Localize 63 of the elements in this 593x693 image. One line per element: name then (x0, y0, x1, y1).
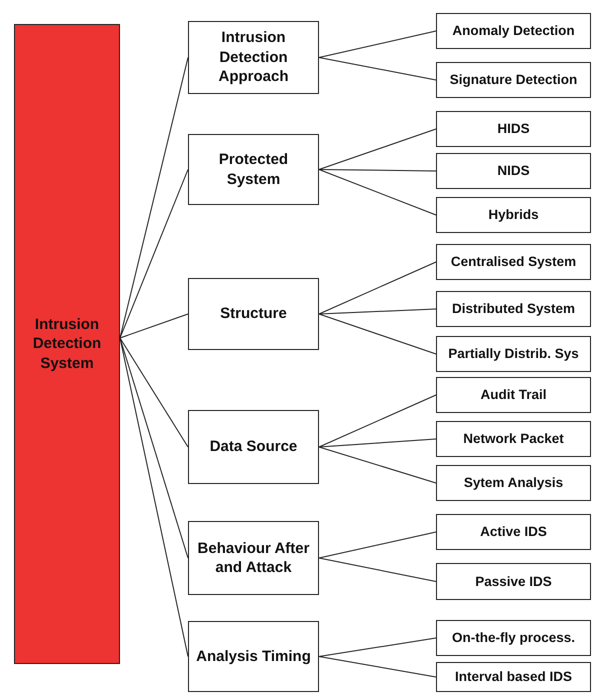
connector-line (318, 314, 436, 354)
node-label: HIDS (497, 120, 530, 138)
connector-line (318, 30, 436, 58)
category-box (436, 620, 591, 656)
node-label: Data Source (210, 437, 298, 457)
category-box (436, 62, 591, 98)
category-box (436, 111, 591, 147)
root-box (14, 24, 120, 664)
connector-line (318, 446, 436, 484)
connector-line (318, 638, 436, 657)
node-label: Network Packet (463, 430, 564, 448)
category-box (188, 621, 319, 692)
connector-line (318, 169, 436, 216)
connector-line (318, 438, 436, 448)
category-box (436, 514, 591, 550)
node-label: NIDS (497, 162, 530, 180)
connector-line (318, 532, 436, 558)
node-label: Partially Distrib. Sys (448, 345, 579, 363)
node-label: Intrusion Detection Approach (217, 28, 290, 87)
connector-line (318, 656, 436, 678)
node-label: Passive IDS (475, 572, 552, 590)
node-label: Anomaly Detection (452, 22, 575, 40)
node-label: Hybrids (488, 206, 539, 224)
node-label: Interval based IDS (454, 668, 572, 686)
category-box (436, 291, 591, 327)
category-box (436, 377, 591, 413)
connector-line (318, 57, 436, 80)
connector-line (318, 262, 436, 314)
category-box (188, 134, 319, 205)
connector-line (120, 338, 188, 558)
node-label: Distributed System (452, 300, 576, 318)
category-box (436, 563, 591, 600)
category-box (436, 153, 591, 189)
category-box (188, 410, 319, 484)
connector-line (318, 169, 436, 172)
node-label: Active IDS (480, 523, 547, 541)
node-label: Centralised System (450, 253, 576, 271)
node-label: On-the-fly process. (452, 629, 576, 647)
category-box (188, 278, 319, 350)
category-box (436, 244, 591, 280)
connector-line (318, 394, 436, 448)
node-label: Signature Detection (450, 71, 578, 89)
node-label: Behaviour After and Attack (196, 538, 310, 578)
category-box (436, 662, 591, 692)
category-box (436, 336, 591, 372)
node-label: Intrusion Detection System (32, 314, 102, 374)
category-box (436, 197, 591, 233)
connector-line (120, 314, 188, 338)
category-box (188, 521, 319, 595)
node-label: Protected System (218, 150, 290, 189)
category-box (436, 465, 591, 501)
category-box (188, 21, 319, 94)
connector-line (120, 169, 188, 338)
connector-line (318, 308, 436, 314)
node-label: Structure (220, 304, 287, 324)
node-label: Analysis Timing (196, 646, 311, 666)
connector-line (318, 128, 436, 170)
category-box (436, 13, 591, 49)
connector-line (318, 558, 436, 582)
node-label: Sytem Analysis (464, 474, 564, 492)
node-label: Audit Trail (480, 386, 546, 404)
connector-line (120, 338, 188, 448)
category-box (436, 421, 591, 457)
